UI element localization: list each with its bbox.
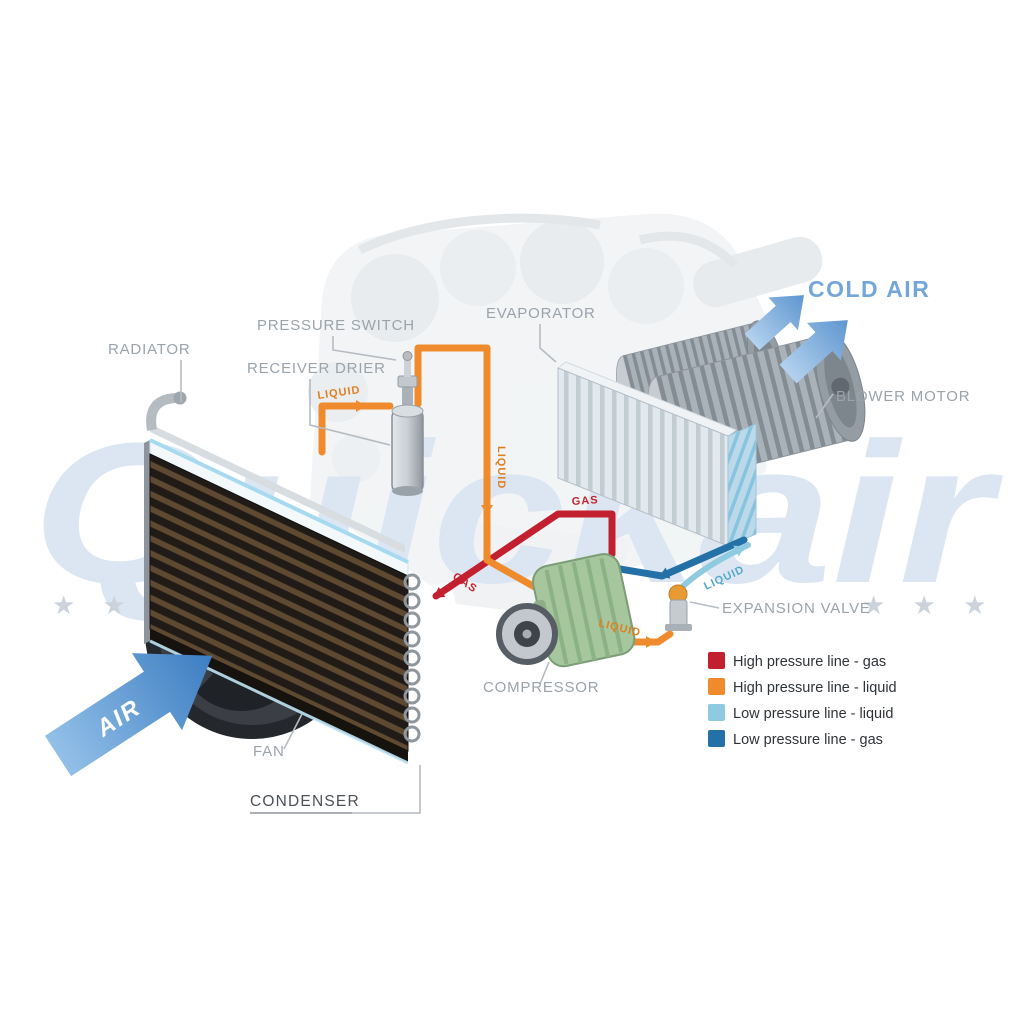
- condenser-graphic: [144, 438, 421, 765]
- pipe-high-pressure-gas: [432, 510, 616, 600]
- pipe-label-gas-2: GAS: [571, 494, 599, 508]
- arrow-liquid-3: [646, 636, 656, 648]
- expansion-valve-graphic: [665, 584, 692, 631]
- pipe-label-liquid-2: LIQUID: [495, 446, 507, 489]
- legend-item-low-liquid: Low pressure line - liquid: [708, 704, 893, 722]
- leader-expansion-valve: [689, 601, 720, 609]
- legend-label-high-liquid: High pressure line - liquid: [733, 680, 897, 696]
- arrow-liquid-low: [733, 545, 745, 557]
- legend-item-low-gas: Low pressure line - gas: [708, 730, 883, 748]
- label-expansion-valve: EXPANSION VALVE: [722, 600, 871, 617]
- compressor-graphic: [532, 553, 636, 668]
- watermark-stars-right: ★ ★ ★: [862, 590, 996, 620]
- pipe-high-pressure-liquid-a: [318, 402, 394, 456]
- leader-compressor: [539, 661, 550, 685]
- leader-receiver-drier: [309, 379, 391, 446]
- evaporator-graphic: [556, 361, 757, 547]
- leader-fan: [283, 713, 303, 750]
- label-blower-motor: BLOWER MOTOR: [836, 388, 970, 405]
- leader-condenser: [352, 765, 421, 814]
- pipe-high-pressure-liquid-b: [414, 344, 674, 646]
- legend-swatch-high-gas: [708, 652, 725, 669]
- arrow-liquid-2: [481, 505, 493, 515]
- leader-lines: [180, 324, 834, 814]
- label-pressure-switch: PRESSURE SWITCH: [257, 317, 415, 334]
- cold-air-arrow-1: [744, 295, 805, 351]
- legend: High pressure line - gas High pressure l…: [708, 652, 897, 748]
- engine-ghost-image: [308, 213, 823, 622]
- radiator-graphic: [146, 391, 405, 553]
- arrow-gas-low: [658, 567, 671, 579]
- label-evaporator: EVAPORATOR: [486, 305, 596, 322]
- pipe-flow-arrows: [356, 400, 745, 648]
- arrow-liquid-1: [356, 400, 366, 412]
- pipe-label-liquid-1: LIQUID: [317, 384, 362, 402]
- legend-item-high-gas: High pressure line - gas: [708, 652, 886, 670]
- label-condenser: CONDENSER: [250, 793, 360, 810]
- label-compressor: COMPRESSOR: [483, 679, 599, 696]
- label-fan: FAN: [253, 743, 285, 760]
- legend-swatch-high-liquid: [708, 678, 725, 695]
- leader-pressure-switch: [332, 336, 397, 361]
- legend-label-low-liquid: Low pressure line - liquid: [733, 706, 893, 722]
- leader-blower-motor: [815, 393, 834, 419]
- legend-label-low-gas: Low pressure line - gas: [733, 732, 883, 748]
- condenser-tube-loops: [403, 573, 421, 743]
- receiver-drier-graphic: [391, 404, 424, 496]
- legend-swatch-low-gas: [708, 730, 725, 747]
- leader-evaporator: [539, 324, 557, 363]
- cold-air-arrow-2: [779, 320, 848, 384]
- legend-label-high-gas: High pressure line - gas: [733, 654, 886, 670]
- label-receiver-drier: RECEIVER DRIER: [247, 360, 386, 377]
- label-radiator: RADIATOR: [108, 341, 191, 358]
- label-cold-air: COLD AIR: [808, 276, 930, 302]
- compressor-pulley: [496, 603, 558, 665]
- legend-item-high-liquid: High pressure line - liquid: [708, 678, 897, 696]
- legend-swatch-low-liquid: [708, 704, 725, 721]
- arrow-gas-high: [433, 587, 446, 598]
